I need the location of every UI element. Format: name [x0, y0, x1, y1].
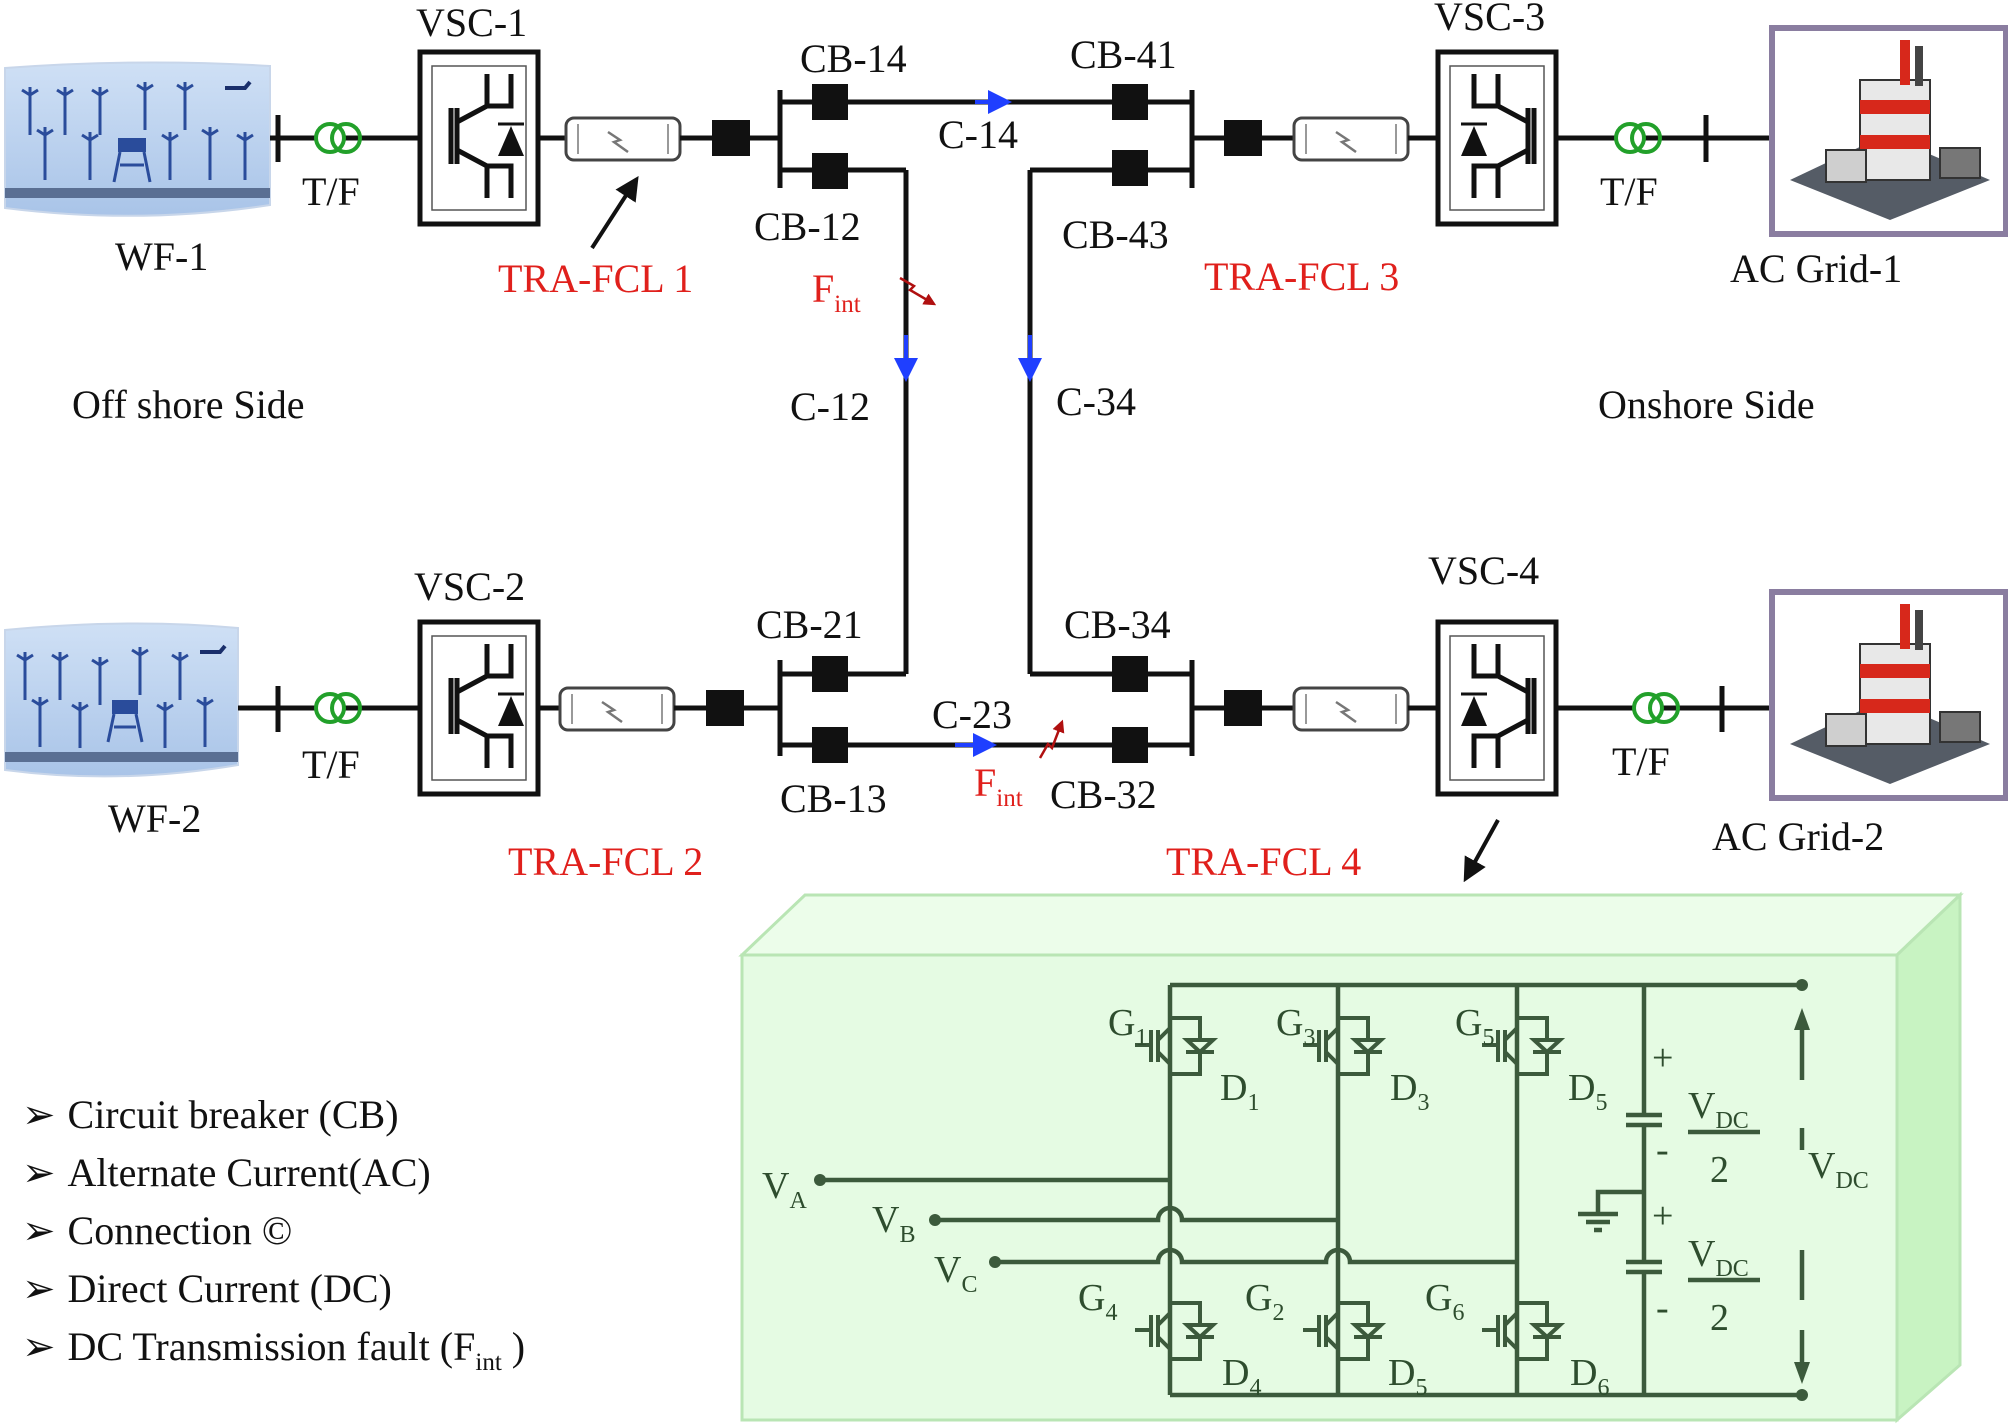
minus-bottom: -: [1656, 1287, 1669, 1329]
vsc1-label: VSC-1: [416, 0, 527, 45]
d3-label: D3: [1390, 1067, 1429, 1116]
vdc-half-top: VDC: [1688, 1085, 1749, 1134]
c34-label: C-34: [1056, 379, 1136, 424]
cb-block-3: [1224, 120, 1262, 156]
vsc4-block: [1435, 619, 1559, 797]
c12-label: C-12: [790, 384, 870, 429]
tf2-label: T/F: [302, 742, 360, 787]
cb34-breaker: [1112, 656, 1148, 692]
d5-label: D5: [1568, 1067, 1607, 1116]
cb12-breaker: [812, 153, 848, 189]
g1-label: G1: [1108, 1002, 1147, 1051]
wind-farm-1: [4, 61, 271, 217]
grid1-label: AC Grid-1: [1730, 246, 1902, 291]
switch-cells: [1135, 1016, 1566, 1361]
cb41-breaker: [1112, 84, 1148, 120]
transformer-2: [314, 692, 362, 724]
transformer-1: [314, 122, 362, 154]
grid2-label: AC Grid-2: [1712, 814, 1884, 859]
legend-item-cb: ➢Circuit breaker (CB): [22, 1092, 399, 1137]
cb32-label: CB-32: [1050, 772, 1157, 817]
g3-label: G3: [1276, 1002, 1315, 1051]
d1-label: D1: [1220, 1067, 1259, 1116]
fault2-label: Fint: [974, 760, 1023, 812]
cb32-breaker: [1112, 727, 1148, 763]
wind-turbines-1: [21, 82, 254, 180]
inverter-circuit: [814, 979, 1810, 1401]
wind-turbines-2: [16, 647, 214, 748]
ac-grid-2-image: [1769, 589, 2008, 801]
c23-label: C-23: [932, 692, 1012, 737]
minus-top: -: [1656, 1129, 1669, 1171]
cb14-label: CB-14: [800, 36, 907, 81]
fcl4-label: TRA-FCL 4: [1166, 839, 1361, 884]
vdc-total: VDC: [1808, 1145, 1869, 1194]
c14-label: C-14: [938, 112, 1018, 157]
vc-label: VC: [934, 1249, 977, 1298]
cb21-label: CB-21: [756, 602, 863, 647]
wf1-label: WF-1: [115, 234, 208, 279]
d5b-label: D5: [1388, 1352, 1427, 1401]
g2-label: G2: [1245, 1277, 1284, 1326]
vsc1-block: [417, 49, 541, 227]
fcl1-device: [564, 116, 682, 162]
cb21-breaker: [812, 656, 848, 692]
g5-label: G5: [1455, 1002, 1494, 1051]
g4-label: G4: [1078, 1277, 1117, 1326]
d4-label: D4: [1222, 1352, 1261, 1401]
transformer-4: [1632, 692, 1680, 724]
transformer-3: [1614, 122, 1662, 154]
plus-bottom: +: [1652, 1195, 1673, 1237]
vb-label: VB: [872, 1199, 915, 1248]
cb13-breaker: [812, 727, 848, 763]
cb-block-1: [712, 120, 750, 156]
wf2-label: WF-2: [108, 796, 201, 841]
fault-indicator-2: [1038, 719, 1065, 759]
vsc2-label: VSC-2: [414, 564, 525, 609]
fcl2-label: TRA-FCL 2: [508, 839, 703, 884]
onshore-label: Onshore Side: [1598, 382, 1815, 427]
cb41-label: CB-41: [1070, 32, 1177, 77]
cb34-label: CB-34: [1064, 602, 1171, 647]
legend-item-fault: ➢DC Transmission fault (Fint ): [22, 1324, 525, 1376]
tf4-label: T/F: [1612, 739, 1670, 784]
tf1-label: T/F: [302, 169, 360, 214]
g6-label: G6: [1425, 1277, 1464, 1326]
wind-farm-2: [4, 622, 239, 778]
fcl2-device: [558, 686, 676, 732]
cb-block-4: [1224, 690, 1262, 726]
offshore-label: Off shore Side: [72, 382, 305, 427]
vdc-half-bottom: VDC: [1688, 1233, 1749, 1282]
fcl3-device: [1292, 116, 1410, 162]
plus-top: +: [1652, 1037, 1673, 1079]
vsc3-block: [1435, 49, 1559, 227]
legend-item-ac: ➢Alternate Current(AC): [22, 1150, 431, 1195]
cb43-breaker: [1112, 150, 1148, 186]
va-label: VA: [762, 1165, 807, 1214]
fcl3-label: TRA-FCL 3: [1204, 254, 1399, 299]
fcl1-label: TRA-FCL 1: [498, 256, 693, 301]
vsc4-label: VSC-4: [1428, 548, 1539, 593]
d6-label: D6: [1570, 1352, 1609, 1401]
legend-item-connection: ➢Connection ©: [22, 1208, 292, 1253]
ac-grid-1-image: [1769, 25, 2008, 237]
fault1-label: Fint: [812, 266, 861, 318]
cb13-label: CB-13: [780, 776, 887, 821]
fcl4-device: [1292, 686, 1410, 732]
cb-block-2: [706, 690, 744, 726]
legend-item-dc: ➢Direct Current (DC): [22, 1266, 392, 1311]
vsc2-block: [417, 619, 541, 797]
fault-indicator-1: [899, 276, 937, 306]
cb43-label: CB-43: [1062, 212, 1169, 257]
legend: ➢Circuit breaker (CB) ➢Alternate Current…: [22, 1092, 525, 1376]
vsc3-label: VSC-3: [1434, 0, 1545, 39]
cb14-breaker: [812, 84, 848, 120]
tf3-label: T/F: [1600, 169, 1658, 214]
two-bottom: 2: [1710, 1297, 1729, 1339]
cb12-label: CB-12: [754, 204, 861, 249]
inverter-detail-box: [738, 891, 1964, 1424]
two-top: 2: [1710, 1149, 1729, 1191]
